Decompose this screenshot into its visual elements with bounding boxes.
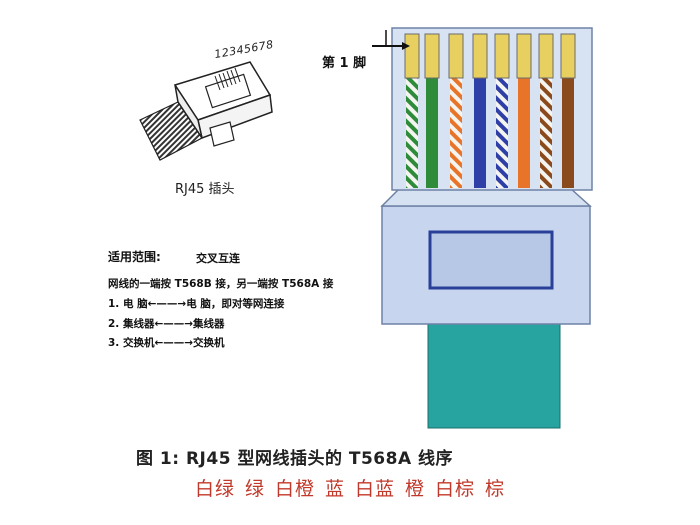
cable — [427, 319, 561, 429]
wire-3: 白橙 — [274, 478, 315, 500]
pin-1-label: 第 1 脚 — [322, 56, 367, 71]
gold-contacts — [404, 33, 576, 79]
wire-6: 橙 — [405, 478, 426, 500]
wire-8: 棕 — [485, 478, 506, 500]
wire-5: 白蓝 — [355, 478, 396, 500]
latch-window — [428, 230, 554, 290]
scope-subtitle: 交叉互连 — [196, 252, 240, 265]
wire-order: 白绿绿白橙蓝白蓝橙白棕棕 — [0, 474, 700, 501]
wire-4: 蓝 — [324, 478, 345, 500]
scope-line-1: 网线的一端按 T568B 接，另一端按 T568A 接 — [108, 278, 334, 290]
wire-7: 白棕 — [435, 478, 476, 500]
wire-2: 绿 — [244, 478, 265, 500]
scope-line-2: 1. 电 脑←——→电 脑，即对等网连接 — [108, 298, 285, 310]
scope-line-4: 3. 交换机←——→交换机 — [108, 337, 225, 349]
small-plug-label: RJ45 插头 — [175, 182, 235, 197]
connector-diagram — [372, 27, 593, 429]
scope-line-3: 2. 集线器←——→集线器 — [108, 318, 225, 330]
scope-title: 适用范围: — [108, 250, 161, 264]
figure-caption: 图 1: RJ45 型网线插头的 T568A 线序 — [136, 449, 454, 469]
wire-bundle — [406, 76, 574, 188]
wire-1: 白绿 — [194, 478, 235, 500]
small-plug-illustration — [139, 61, 273, 161]
